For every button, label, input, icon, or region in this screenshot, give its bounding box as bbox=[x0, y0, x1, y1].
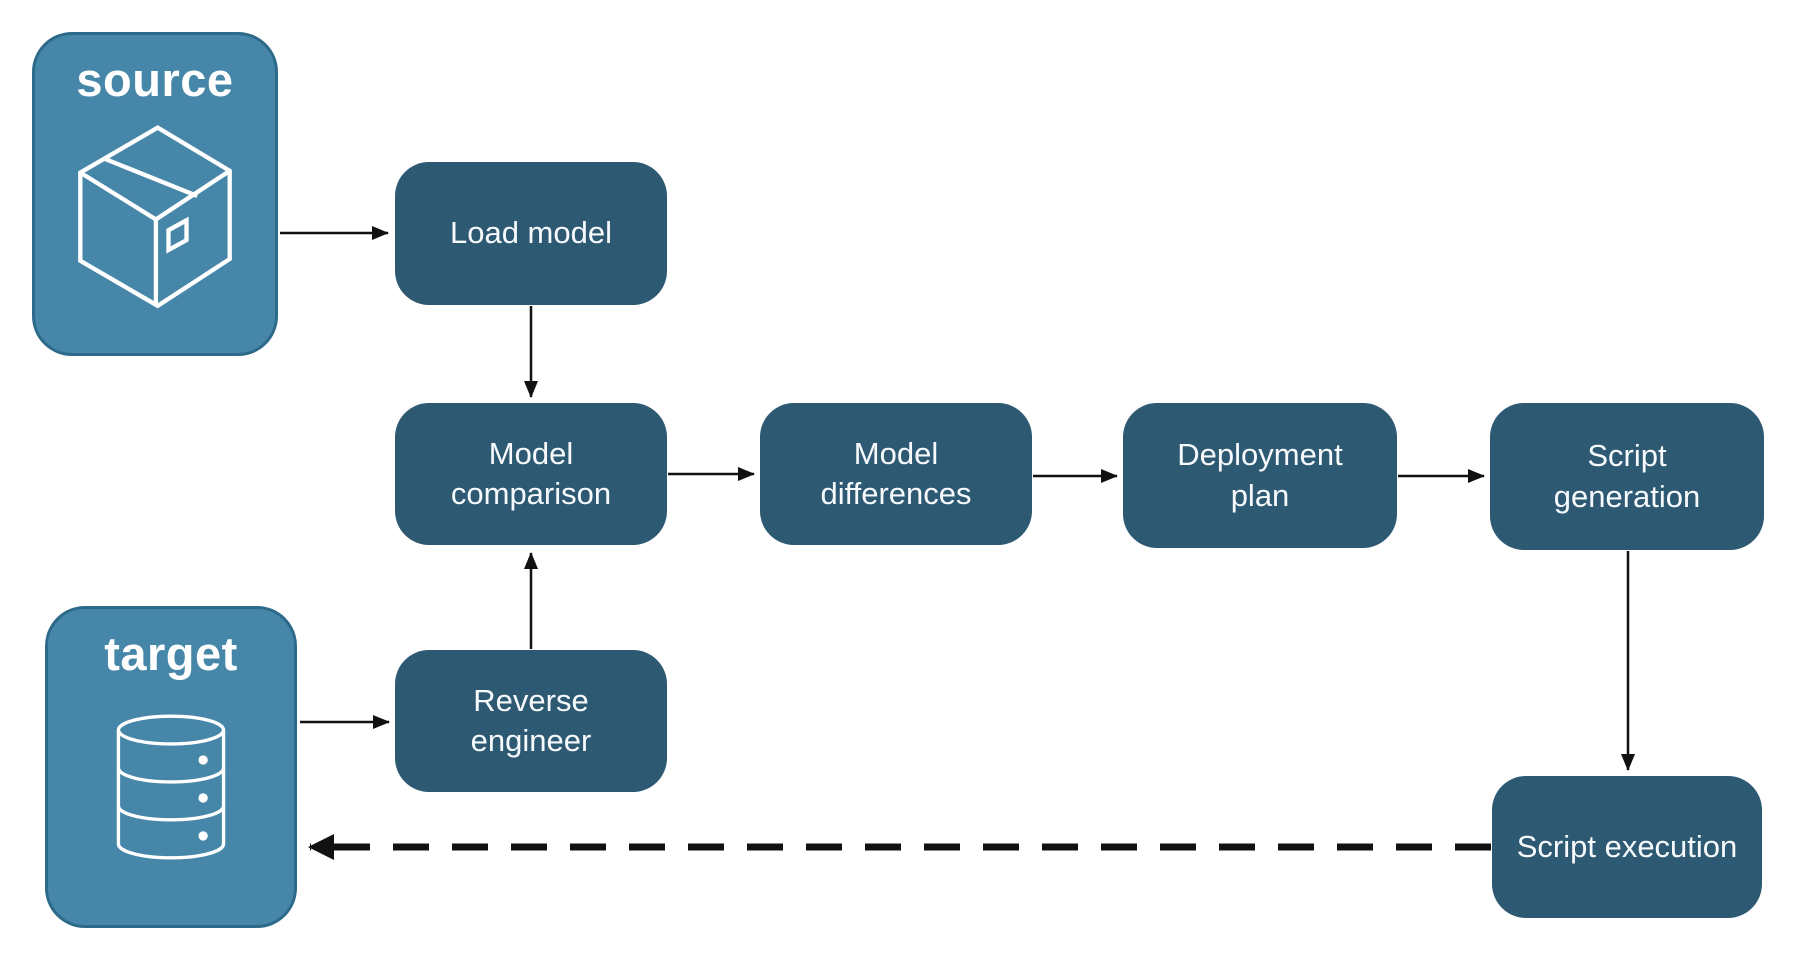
node-script-generation: Script generation bbox=[1490, 403, 1764, 550]
package-icon bbox=[78, 125, 232, 309]
node-load-model: Load model bbox=[395, 162, 667, 305]
node-label: Model comparison bbox=[450, 435, 612, 511]
node-reverse-engineer: Reverse engineer bbox=[395, 650, 667, 792]
node-source: source bbox=[32, 32, 278, 356]
node-label: Reverse engineer bbox=[470, 682, 592, 758]
node-label: Deployment plan bbox=[1177, 437, 1343, 513]
database-icon bbox=[116, 714, 226, 860]
node-model-differences: Model differences bbox=[760, 403, 1032, 545]
node-label: Script generation bbox=[1553, 438, 1701, 514]
node-label: Load model bbox=[449, 215, 612, 251]
node-script-execution: Script execution bbox=[1492, 776, 1762, 918]
source-label: source bbox=[76, 53, 234, 106]
node-deployment-plan: Deployment plan bbox=[1123, 403, 1397, 548]
node-label: Script execution bbox=[1516, 828, 1738, 864]
node-target: target bbox=[45, 606, 297, 928]
node-model-comparison: Model comparison bbox=[395, 403, 667, 545]
node-label: Model differences bbox=[820, 435, 972, 511]
target-label: target bbox=[104, 627, 238, 680]
